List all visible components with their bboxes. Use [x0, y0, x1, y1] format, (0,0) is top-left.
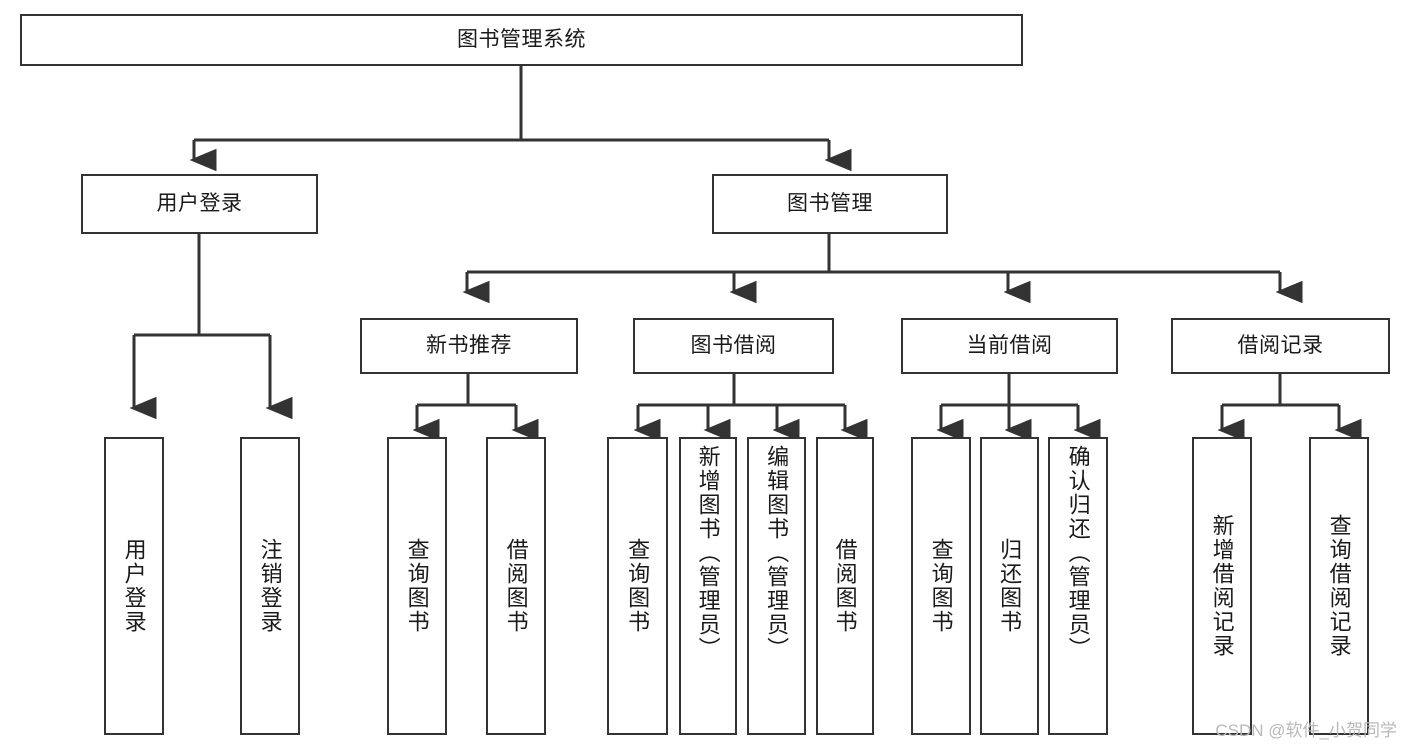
node-root[interactable]: 图书管理系统 — [20, 14, 1023, 66]
leaf-borrow-book-2[interactable]: 借阅图书 — [816, 437, 874, 735]
leaf-edit-book-label: 编辑图书（管理员） — [764, 445, 790, 661]
node-new-book-rec-label: 新书推荐 — [426, 333, 512, 357]
leaf-add-record[interactable]: 新增借阅记录 — [1192, 437, 1252, 735]
node-user-login-label: 用户登录 — [156, 191, 243, 215]
leaf-confirm-return[interactable]: 确认归还（管理员） — [1048, 437, 1108, 735]
leaf-borrow-book-1[interactable]: 借阅图书 — [486, 437, 546, 735]
leaf-borrow-book-1-label: 借阅图书 — [503, 538, 529, 634]
leaf-confirm-return-label: 确认归还（管理员） — [1065, 445, 1091, 661]
node-user-login[interactable]: 用户登录 — [81, 174, 318, 234]
node-current-borrow-label: 当前借阅 — [966, 333, 1053, 357]
leaf-query-record[interactable]: 查询借阅记录 — [1309, 437, 1369, 735]
leaf-query-book-2[interactable]: 查询图书 — [607, 437, 668, 735]
leaf-user-login-label: 用户登录 — [121, 538, 147, 634]
leaf-query-book-3[interactable]: 查询图书 — [911, 437, 971, 735]
leaf-logout-login[interactable]: 注销登录 — [240, 437, 300, 735]
node-book-manage-label: 图书管理 — [787, 191, 873, 215]
leaf-query-book-1-label: 查询图书 — [404, 538, 430, 634]
node-root-label: 图书管理系统 — [457, 27, 586, 51]
csdn-watermark: CSDN @软件_小贺同学 — [1215, 721, 1397, 740]
leaf-user-login[interactable]: 用户登录 — [104, 437, 164, 735]
leaf-borrow-book-2-label: 借阅图书 — [832, 538, 858, 634]
leaf-logout-login-label: 注销登录 — [257, 538, 283, 634]
leaf-query-record-label: 查询借阅记录 — [1326, 514, 1352, 658]
node-new-book-rec[interactable]: 新书推荐 — [360, 318, 578, 374]
node-borrow-record-label: 借阅记录 — [1237, 333, 1324, 357]
leaf-query-book-1[interactable]: 查询图书 — [387, 437, 447, 735]
leaf-query-book-2-label: 查询图书 — [625, 538, 651, 634]
leaf-add-record-label: 新增借阅记录 — [1209, 514, 1235, 658]
node-current-borrow[interactable]: 当前借阅 — [901, 318, 1118, 374]
leaf-add-book-label: 新增图书（管理员） — [695, 445, 721, 661]
node-book-borrow[interactable]: 图书借阅 — [633, 318, 834, 374]
leaf-return-book-label: 归还图书 — [997, 538, 1023, 634]
leaf-edit-book[interactable]: 编辑图书（管理员） — [747, 437, 806, 735]
node-book-borrow-label: 图书借阅 — [690, 333, 777, 357]
leaf-query-book-3-label: 查询图书 — [928, 538, 954, 634]
leaf-add-book[interactable]: 新增图书（管理员） — [679, 437, 737, 735]
node-borrow-record[interactable]: 借阅记录 — [1171, 318, 1390, 374]
node-book-manage[interactable]: 图书管理 — [712, 174, 948, 234]
leaf-return-book[interactable]: 归还图书 — [980, 437, 1039, 735]
